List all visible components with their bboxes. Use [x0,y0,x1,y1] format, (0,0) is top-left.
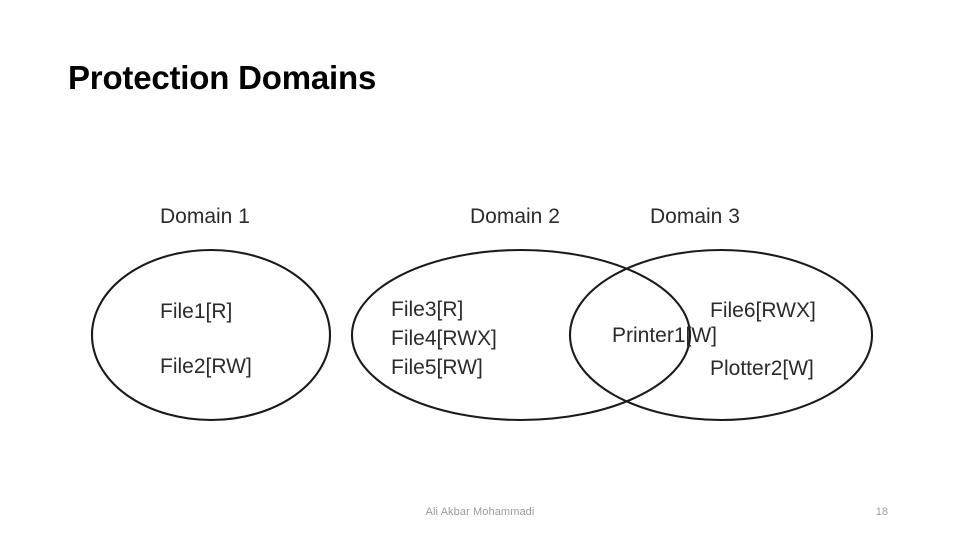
intersection-entry-0: Printer1[W] [612,324,717,347]
domain-2-entry-1: File4[RWX] [391,327,497,350]
footer-page-number: 18 [875,506,888,518]
domain-3-entry-0: File6[RWX] [710,299,816,322]
domain-1-label: Domain 1 [160,205,250,228]
domain-3-entry-1: Plotter2[W] [710,357,814,380]
protection-domains-venn-diagram: Domain 1 Domain 2 Domain 3 File1[R] File… [60,190,900,440]
domain-2-label: Domain 2 [470,205,560,228]
domain-1-entry-1: File2[RW] [160,355,252,378]
domain-1-ellipse [90,248,332,422]
footer-author: Ali Akbar Mohammadi [425,506,535,518]
domain-2-entry-2: File5[RW] [391,356,483,379]
domain-2-entry-0: File3[R] [391,298,463,321]
domain-3-ellipse [568,248,874,422]
domain-1-entry-0: File1[R] [160,300,232,323]
page-title: Protection Domains [68,59,377,96]
domain-3-label: Domain 3 [650,205,740,228]
domain-2-ellipse [350,248,692,422]
